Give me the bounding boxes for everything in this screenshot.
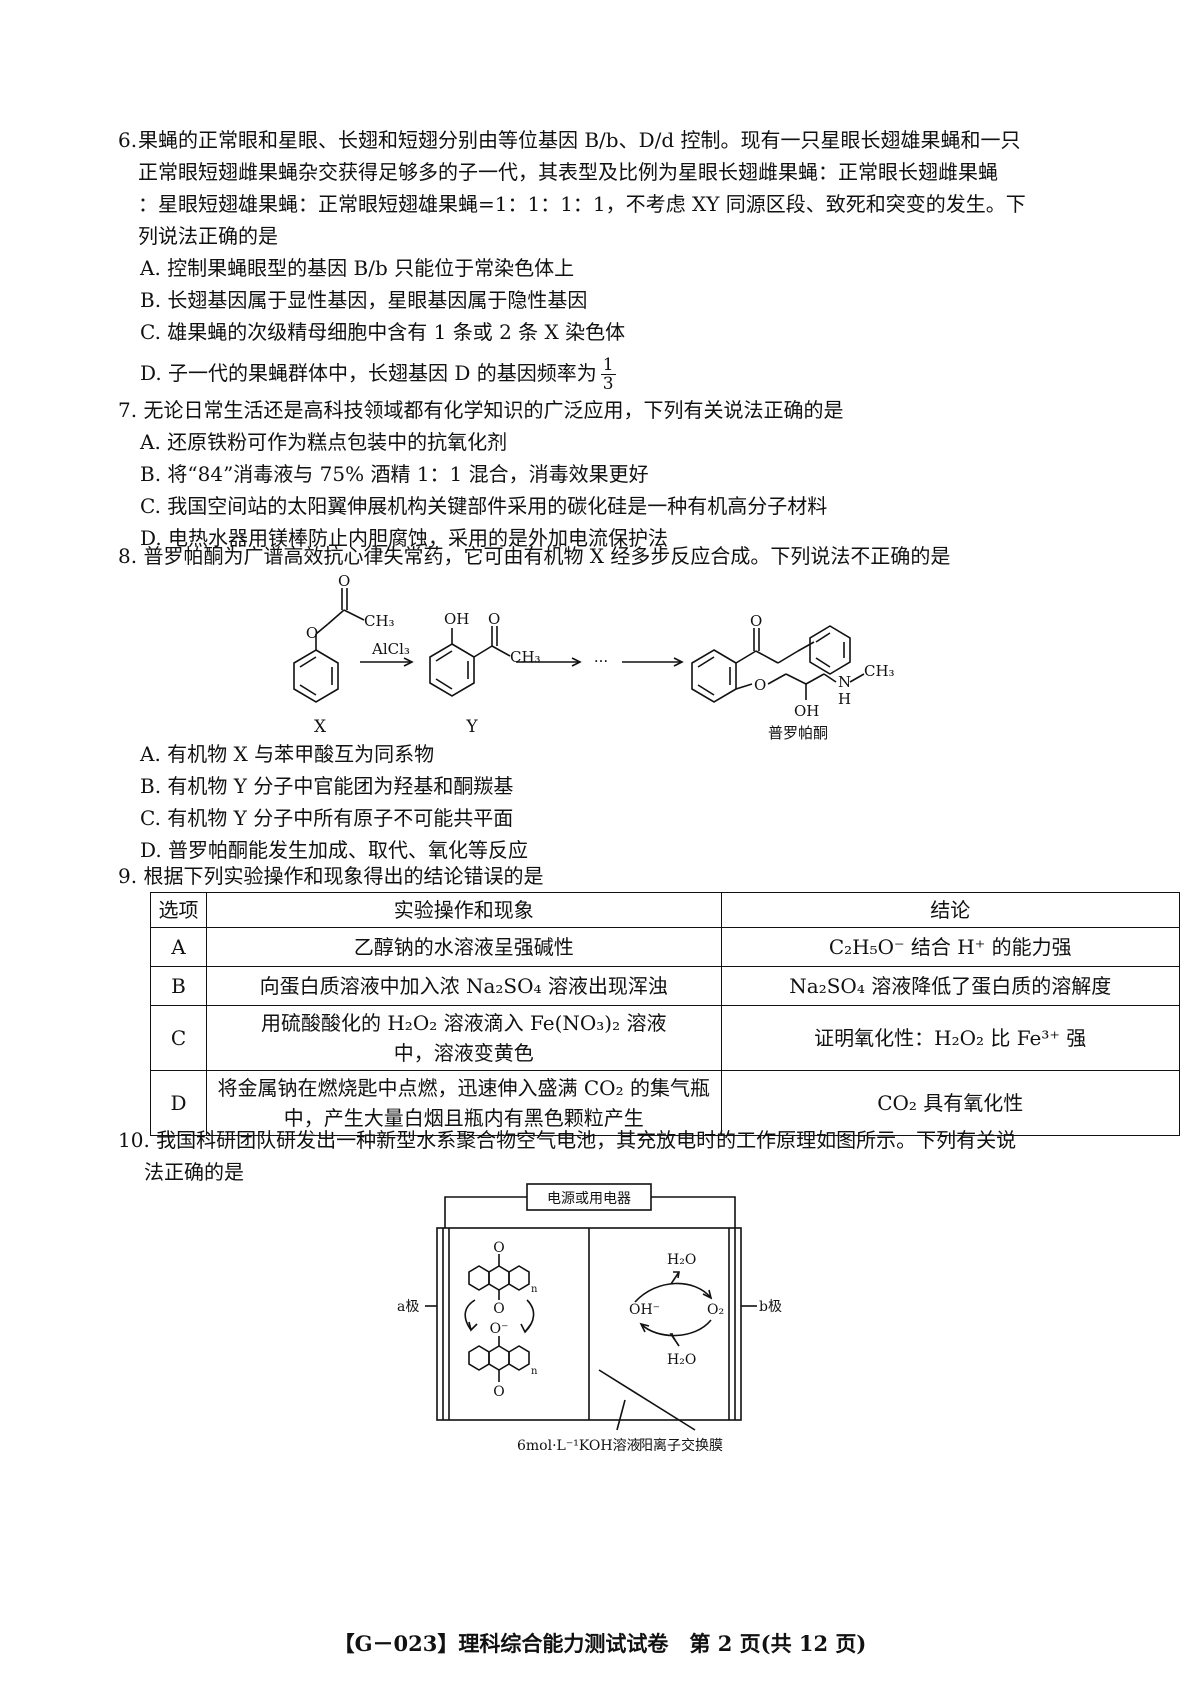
label-x: X <box>314 717 327 737</box>
table-row: A 乙醇钠的水溶液呈强碱性 C₂H₅O⁻ 结合 H⁺ 的能力强 <box>150 927 1180 967</box>
q6-stem-line-1: 6.果蝇的正常眼和星眼、长翅和短翅分别由等位基因 B/b、D/d 控制。现有一只… <box>118 124 1180 156</box>
phenolate-o-top: O⁻ <box>490 1321 509 1337</box>
battery-diagram: 电源或用电器 a极 b极 O O O⁻ O n n H₂O H₂O OH⁻ O₂… <box>397 1183 782 1454</box>
row-a-option: A <box>150 927 207 967</box>
row-b-conclusion: Na₂SO₄ 溶液降低了蛋白质的溶解度 <box>720 966 1180 1006</box>
product-nh: H <box>838 690 851 708</box>
quinone-o-bottom: O <box>493 1301 504 1317</box>
question-10: 10. 我国科研团队研发出一种新型水系聚合物空气电池，其充放电时的工作原理如图所… <box>118 1124 1180 1188</box>
product-n: N <box>838 673 851 691</box>
q8-option-d: D. 普罗帕酮能发生加成、取代、氧化等反应 <box>140 838 529 862</box>
row-d-option: D <box>150 1070 207 1136</box>
header-operation: 实验操作和现象 <box>205 892 722 928</box>
reagent-label: AlCl₃ <box>371 640 410 658</box>
product-oh: OH <box>794 702 819 720</box>
header-option: 选项 <box>150 892 207 928</box>
q10-stem-line-1: 10. 我国科研团队研发出一种新型水系聚合物空气电池，其充放电时的工作原理如图所… <box>118 1128 1017 1152</box>
q7-stem: 7. 无论日常生活还是高科技领域都有化学知识的广泛应用，下列有关说法正确的是 <box>118 398 844 422</box>
row-b-option: B <box>150 966 207 1006</box>
row-a-operation: 乙醇钠的水溶液呈强碱性 <box>205 927 722 967</box>
electrode-b-label: b极 <box>759 1299 782 1315</box>
row-c-conclusion: 证明氧化性：H₂O₂ 比 Fe³⁺ 强 <box>720 1005 1180 1071</box>
row-b-operation: 向蛋白质溶液中加入浓 Na₂SO₄ 溶液出现浑浊 <box>205 966 722 1006</box>
question-8-stem: 8. 普罗帕酮为广谱高效抗心律失常药，它可由有机物 X 经多步反应合成。下列说法… <box>118 540 1180 572</box>
q6-number: 6. <box>118 128 138 152</box>
q7-option-c: C. 我国空间站的太阳翼伸展机构关键部件采用的碳化硅是一种有机高分子材料 <box>140 494 828 518</box>
q6-option-c: C. 雄果蝇的次级精母细胞中含有 1 条或 2 条 X 染色体 <box>140 320 626 344</box>
oxygen-label: O₂ <box>707 1302 724 1318</box>
row-d-conclusion: CO₂ 具有氧化性 <box>720 1070 1180 1136</box>
membrane-label: 阳离子交换膜 <box>639 1437 723 1454</box>
q6-stem-line-4: 列说法正确的是 <box>138 224 278 248</box>
q7-option-d: D. 电热水器用镁棒防止内胆腐蚀，采用的是外加电流保护法 <box>140 526 669 550</box>
q7-option-b: B. 将“84”消毒液与 75% 酒精 1：1 混合，消毒效果更好 <box>140 462 649 486</box>
row-a-conclusion: C₂H₅O⁻ 结合 H⁺ 的能力强 <box>720 927 1180 967</box>
row-c-option: C <box>150 1005 207 1071</box>
product-ether-o: O <box>754 676 766 694</box>
h2o-bottom-label: H₂O <box>667 1352 696 1368</box>
q6-option-b: B. 长翅基因属于显性基因，星眼基因属于隐性基因 <box>140 288 588 312</box>
polymer-n-top: n <box>531 1284 538 1295</box>
x-benzene-ring <box>293 649 339 703</box>
h2o-top-label: H₂O <box>667 1252 696 1268</box>
question-7: 7. 无论日常生活还是高科技领域都有化学知识的广泛应用，下列有关说法正确的是 A… <box>118 394 1180 554</box>
table-header-row: 选项 实验操作和现象 结论 <box>150 892 1180 928</box>
electrode-a-label: a极 <box>397 1299 419 1315</box>
table-row: D 将金属钠在燃烧匙中点燃，迅速伸入盛满 CO₂ 的集气瓶中，产生大量白烟且瓶内… <box>150 1070 1180 1136</box>
x-carbonyl-o: O <box>338 572 350 590</box>
q6-stem-line-2: 正常眼短翅雌果蝇杂交获得足够多的子一代，其表型及比例为星眼长翅雌果蝇：正常眼长翅… <box>138 160 998 184</box>
header-conclusion: 结论 <box>720 892 1180 928</box>
quinone-o-top: O <box>493 1240 504 1256</box>
x-ester-o: O <box>306 624 318 642</box>
q7-option-a: A. 还原铁粉可作为糕点包装中的抗氧化剂 <box>140 430 508 454</box>
q8-option-a: A. 有机物 X 与苯甲酸互为同系物 <box>140 742 435 766</box>
row-c-operation: 用硫酸酸化的 H₂O₂ 溶液滴入 Fe(NO₃)₂ 溶液中，溶液变黄色 <box>205 1005 722 1071</box>
q9-stem: 9. 根据下列实验操作和现象得出的结论错误的是 <box>118 864 544 888</box>
dots: ··· <box>594 652 608 670</box>
synthesis-scheme: O O CH₃ AlCl₃ OH O CH₃ ··· O O OH N H CH… <box>293 572 895 742</box>
q8-stem: 8. 普罗帕酮为广谱高效抗心律失常药，它可由有机物 X 经多步反应合成。下列说法… <box>118 544 951 568</box>
q6-option-a: A. 控制果蝇眼型的基因 B/b 只能位于常染色体上 <box>140 256 575 280</box>
product-phenyl-ring <box>809 625 851 675</box>
x-ch3: CH₃ <box>364 612 395 630</box>
q10-stem-line-2: 法正确的是 <box>144 1160 244 1184</box>
koh-label: 6mol·L⁻¹KOH溶液 <box>517 1438 641 1454</box>
y-ch3: CH₃ <box>510 648 541 666</box>
y-oh: OH <box>444 610 469 628</box>
table-row: B 向蛋白质溶液中加入浓 Na₂SO₄ 溶液出现浑浊 Na₂SO₄ 溶液降低了蛋… <box>150 966 1180 1006</box>
table-row: C 用硫酸酸化的 H₂O₂ 溶液滴入 Fe(NO₃)₂ 溶液中，溶液变黄色 证明… <box>150 1005 1180 1071</box>
question-6: 6.果蝇的正常眼和星眼、长翅和短翅分别由等位基因 B/b、D/d 控制。现有一只… <box>118 124 1180 393</box>
question-8-options: A. 有机物 X 与苯甲酸互为同系物 B. 有机物 Y 分子中官能团为羟基和酮羰… <box>118 738 1180 866</box>
label-propafenone: 普罗帕酮 <box>768 724 828 742</box>
hydroxide-label: OH⁻ <box>629 1302 660 1318</box>
q6-stem-line-3: ：星眼短翅雄果蝇：正常眼短翅雄果蝇=1：1：1：1，不考虑 XY 同源区段、致死… <box>138 192 1026 216</box>
product-ch3: CH₃ <box>864 662 895 680</box>
experiment-table: 选项 实验操作和现象 结论 A 乙醇钠的水溶液呈强碱性 C₂H₅O⁻ 结合 H⁺… <box>150 892 1180 1136</box>
power-label: 电源或用电器 <box>547 1191 631 1207</box>
label-y: Y <box>465 717 478 737</box>
q8-option-c: C. 有机物 Y 分子中所有原子不可能共平面 <box>140 806 514 830</box>
question-9: 9. 根据下列实验操作和现象得出的结论错误的是 <box>118 860 1180 892</box>
product-carbonyl-o: O <box>750 612 762 630</box>
polymer-n-bottom: n <box>531 1366 538 1377</box>
row-d-operation: 将金属钠在燃烧匙中点燃，迅速伸入盛满 CO₂ 的集气瓶中，产生大量白烟且瓶内有黑… <box>205 1070 722 1136</box>
q8-option-b: B. 有机物 Y 分子中官能团为羟基和酮羰基 <box>140 774 514 798</box>
page-footer: 【G－023】理科综合能力测试试卷 第 2 页(共 12 页) <box>333 1631 867 1656</box>
y-carbonyl-o: O <box>488 610 500 628</box>
phenolate-o-bottom: O <box>493 1384 504 1400</box>
